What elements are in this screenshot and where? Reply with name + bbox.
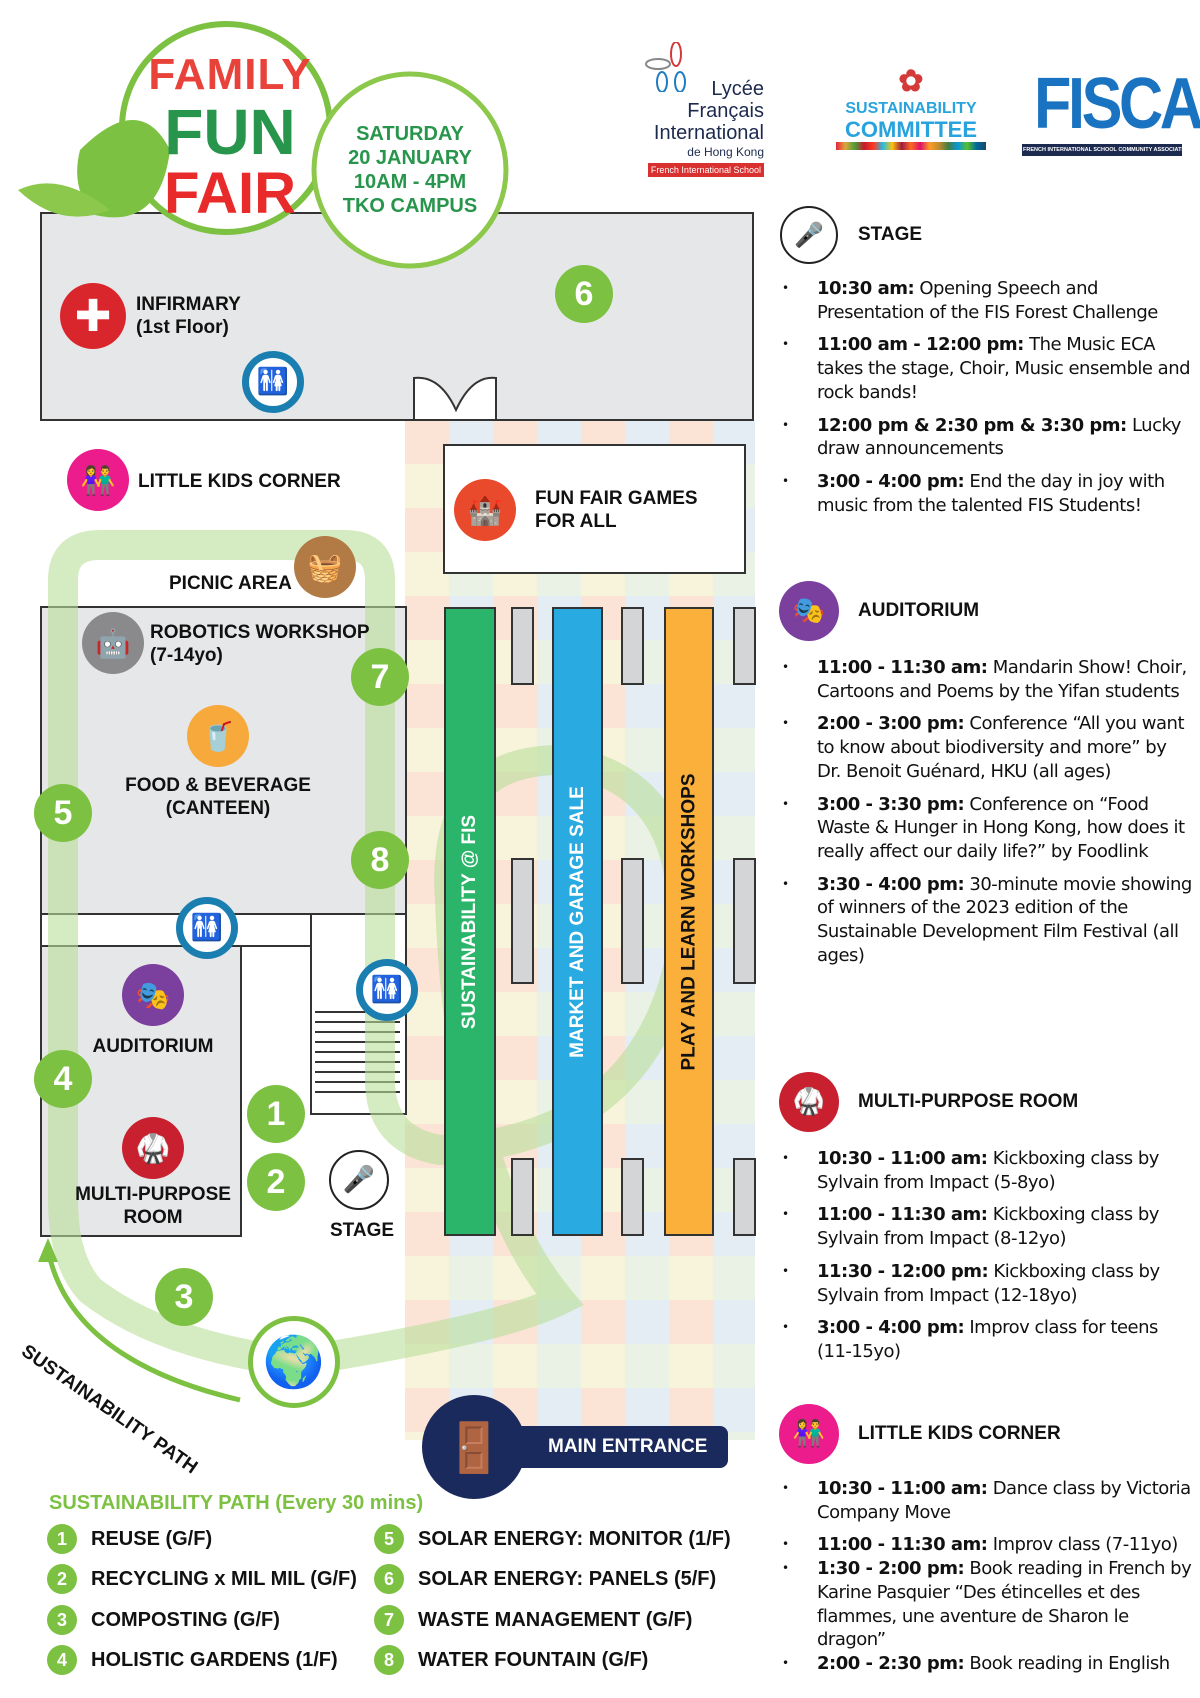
schedule-item: 2:00 - 2:30 pm: Book reading in English — [782, 1652, 1192, 1676]
fisca-logo: FISCA FRENCH INTERNATIONAL SCHOOL COMMUN… — [1022, 64, 1200, 156]
stage-schedule: 10:30 am: Opening Speech and Presentatio… — [782, 277, 1192, 526]
path-stop-4: 4 — [34, 1050, 92, 1108]
table — [621, 858, 644, 984]
schedule-item: 11:00 - 11:30 am: Kickboxing class by Sy… — [782, 1203, 1192, 1250]
restroom-icon: 🚻 — [176, 897, 238, 959]
schedule-item: 3:30 - 4:00 pm: 30-minute movie showing … — [782, 873, 1192, 968]
auditorium-schedule: 11:00 - 11:30 am: Mandarin Show! Choir, … — [782, 656, 1192, 976]
little-kids-corner-label: LITTLE KIDS CORNER — [138, 471, 341, 492]
schedule-item: 11:30 - 12:00 pm: Kickboxing class by Sy… — [782, 1260, 1192, 1307]
path-stop-1: 1 — [247, 1085, 305, 1143]
first-aid-icon: ✚ — [60, 283, 126, 349]
schedule-item: 10:30 - 11:00 am: Kickboxing class by Sy… — [782, 1147, 1192, 1194]
theater-icon: 🎭 — [779, 581, 839, 641]
path-stop-8: 8 — [351, 831, 409, 889]
mpr-schedule: 10:30 - 11:00 am: Kickboxing class by Sy… — [782, 1147, 1192, 1373]
schedule-item: 3:00 - 3:30 pm: Conference on “Food Wast… — [782, 793, 1192, 864]
schedule-item: 11:00 am - 12:00 pm: The Music ECA takes… — [782, 333, 1192, 404]
table — [511, 607, 534, 685]
flower-icon: ✿ — [898, 65, 924, 98]
auditorium-schedule-title: AUDITORIUM — [858, 600, 980, 621]
door-icon: 🚪 — [422, 1395, 526, 1499]
theater-icon: 🎭 — [122, 964, 184, 1026]
event-logo: FAMILY FUN FAIR — [148, 50, 312, 226]
auditorium-label: AUDITORIUM — [92, 1036, 214, 1057]
lfi-logo: Lycée Français International de Hong Kon… — [640, 42, 764, 178]
kids-icon: 👫 — [67, 449, 129, 511]
kids-icon: 👫 — [779, 1404, 839, 1464]
schedule-item: 10:30 - 11:00 am: Dance class by Victori… — [782, 1477, 1192, 1524]
robot-icon: 🤖 — [82, 612, 144, 674]
path-stop-3: 3 — [155, 1268, 213, 1326]
stage-icon: 🎤 — [780, 206, 838, 264]
flower-icon — [645, 42, 686, 92]
main-entrance-banner[interactable]: MAIN ENTRANCE — [496, 1426, 728, 1468]
food-beverage-label: FOOD & BEVERAGE(CANTEEN) — [125, 775, 311, 819]
earth-icon: 🌍 — [248, 1316, 340, 1408]
schedule-item: 11:00 - 11:30 am: Improv class (7-11yo) — [782, 1533, 1192, 1557]
sustainability-at-fis-stall: SUSTAINABILITY @ FIS — [444, 607, 496, 1236]
legend-title: SUSTAINABILITY PATH (Every 30 mins) — [49, 1492, 424, 1514]
stage-label: STAGE — [330, 1220, 395, 1241]
stage-schedule-title: STAGE — [858, 224, 923, 245]
schedule-item: 12:00 pm & 2:30 pm & 3:30 pm: Lucky draw… — [782, 414, 1192, 461]
restroom-icon: 🚻 — [242, 351, 304, 413]
table — [621, 1158, 644, 1236]
schedule-item: 1:30 - 2:00 pm: Book reading in French b… — [782, 1557, 1192, 1652]
schedule-item: 10:30 am: Opening Speech and Presentatio… — [782, 277, 1192, 324]
kickboxing-icon: 🥋 — [122, 1117, 184, 1179]
path-stop-6: 6 — [555, 265, 613, 323]
path-stop-2: 2 — [247, 1153, 305, 1211]
robotics-workshop-label: ROBOTICS WORKSHOP(7-14yo) — [150, 622, 370, 666]
kickboxing-icon: 🥋 — [779, 1072, 839, 1132]
kids-schedule: 10:30 - 11:00 am: Dance class by Victori… — [782, 1477, 1192, 1676]
market-garage-sale-stall: MARKET AND GARAGE SALE — [552, 607, 603, 1236]
sustainability-committee-logo: ✿ SUSTAINABILITY COMMITTEE — [836, 64, 986, 150]
picnic-area-label: PICNIC AREA — [169, 573, 292, 594]
mpr-schedule-title: MULTI-PURPOSE ROOM — [858, 1091, 1079, 1112]
restroom-icon: 🚻 — [356, 959, 418, 1021]
bouncy-castle-icon: 🏰 — [454, 479, 516, 541]
table — [733, 858, 756, 984]
schedule-item: 2:00 - 3:00 pm: Conference “All you want… — [782, 712, 1192, 783]
schedule-item: 3:00 - 4:00 pm: Improv class for teens (… — [782, 1316, 1192, 1363]
table — [511, 1158, 534, 1236]
schedule-item: 11:00 - 11:30 am: Mandarin Show! Choir, … — [782, 656, 1192, 703]
picnic-basket-icon: 🧺 — [294, 536, 356, 598]
table — [621, 607, 644, 685]
table — [511, 858, 534, 984]
infirmary-label: INFIRMARY(1st Floor) — [136, 294, 241, 338]
play-learn-workshops-stall: PLAY AND LEARN WORKSHOPS — [664, 607, 714, 1236]
food-drink-icon: 🥤 — [187, 705, 249, 767]
kids-schedule-title: LITTLE KIDS CORNER — [858, 1423, 1061, 1444]
path-stop-5: 5 — [34, 784, 92, 842]
event-date-info: SATURDAY 20 JANUARY 10AM - 4PM TKO CAMPU… — [342, 123, 478, 217]
table — [733, 607, 756, 685]
table — [733, 1158, 756, 1236]
path-stop-7: 7 — [351, 648, 409, 706]
schedule-item: 3:00 - 4:00 pm: End the day in joy with … — [782, 470, 1192, 517]
stage-icon: 🎤 — [329, 1150, 389, 1210]
sdg-color-strip — [836, 142, 986, 150]
